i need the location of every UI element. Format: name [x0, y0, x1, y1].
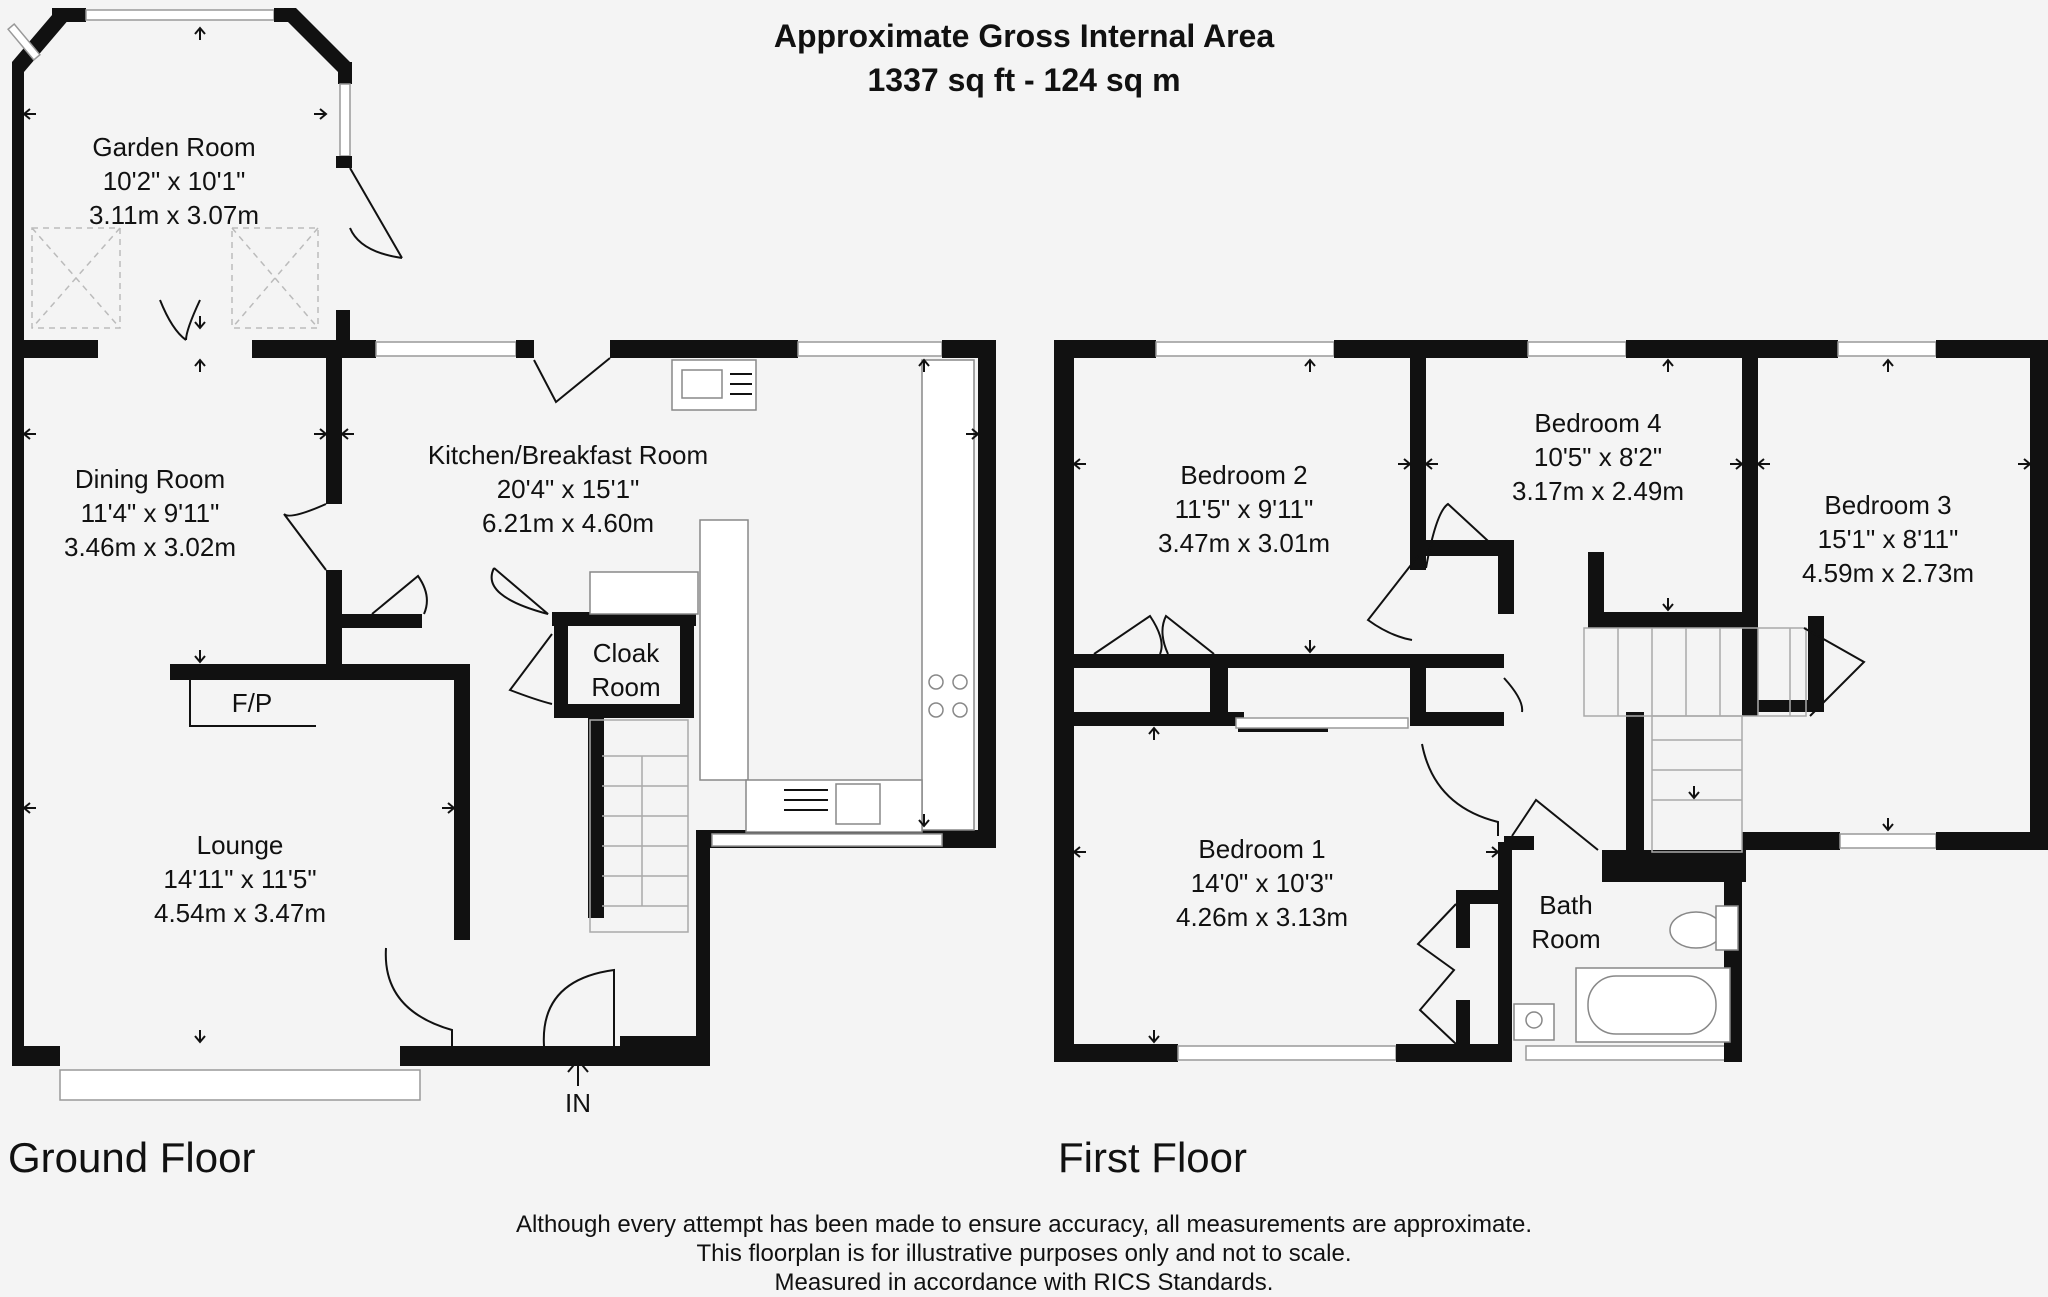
first-floor-doors	[1093, 502, 1866, 1045]
disclaimer: Although every attempt has been made to …	[0, 1210, 2048, 1297]
ground-interior-walls	[170, 340, 696, 940]
area-total: 1337 sq ft - 124 sq m	[867, 62, 1181, 98]
kitchen-counters	[589, 359, 975, 833]
bedroom-2-name: Bedroom 2	[1180, 460, 1307, 490]
dining-room-name: Dining Room	[75, 464, 225, 494]
first-floor-label: First Floor	[1058, 1134, 1247, 1181]
garden-room-name: Garden Room	[92, 132, 255, 162]
bedroom-2-metric: 3.47m x 3.01m	[1158, 528, 1330, 558]
garden-room-metric: 3.11m x 3.07m	[89, 200, 259, 230]
ground-outer-walls	[12, 340, 996, 1101]
lounge-hall-door[interactable]	[371, 574, 428, 615]
dining-kitchen-door[interactable]	[283, 503, 327, 571]
kitchen-back-door[interactable]	[533, 357, 611, 404]
disclaimer-line-1: Although every attempt has been made to …	[515, 1211, 1533, 1238]
dining-room-imperial: 11'4" x 9'11"	[81, 498, 220, 528]
front-door[interactable]	[542, 968, 615, 1047]
entrance-arrow	[567, 1058, 589, 1086]
bedroom-4-metric: 3.17m x 2.49m	[1512, 476, 1684, 506]
garden-room-skylights	[31, 227, 319, 329]
bedroom1-door[interactable]	[1421, 743, 1499, 836]
bathroom-fixtures	[1513, 905, 1739, 1043]
cloak-room-door[interactable]	[508, 633, 553, 705]
bath-room-line2: Room	[1531, 924, 1600, 954]
bedroom-3-name: Bedroom 3	[1824, 490, 1951, 520]
lounge-name: Lounge	[197, 830, 284, 860]
entrance-label: IN	[565, 1088, 591, 1118]
fireplace-outline	[189, 680, 316, 727]
cloak-room-line2: Room	[591, 672, 660, 702]
bedroom-1-metric: 4.26m x 3.13m	[1176, 902, 1348, 932]
first-outer-walls	[1054, 340, 2048, 1062]
area-title: Approximate Gross Internal Area	[773, 18, 1275, 54]
ground-floor-plan: Garden Room 10'2" x 10'1" 3.11m x 3.07m …	[7, 8, 996, 1118]
lounge-door[interactable]	[384, 947, 453, 1046]
garden-french-doors[interactable]	[159, 299, 201, 341]
lounge-metric: 4.54m x 3.47m	[154, 898, 326, 928]
bedroom2-wardrobe-doors[interactable]	[1093, 614, 1215, 655]
ground-floor-label: Ground Floor	[8, 1134, 256, 1181]
cloak-room-line1: Cloak	[593, 638, 660, 668]
bedroom-4-name: Bedroom 4	[1534, 408, 1661, 438]
bedroom1-sliding-door	[1235, 717, 1409, 729]
ground-doors	[159, 299, 615, 1047]
bedroom-3-metric: 4.59m x 2.73m	[1802, 558, 1974, 588]
ground-staircase	[589, 719, 689, 933]
dimension-arrows	[22, 26, 2032, 1044]
bedroom3-door[interactable]	[1803, 627, 1866, 717]
first-interior-walls	[1074, 340, 1824, 1062]
bath-room-line1: Bath	[1539, 890, 1593, 920]
dining-room-metric: 3.46m x 3.02m	[64, 532, 236, 562]
bedroom-4-imperial: 10'5" x 8'2"	[1534, 442, 1662, 472]
cupboard-door[interactable]	[1503, 677, 1524, 713]
garden-room-walls	[7, 8, 352, 356]
bedroom-1-name: Bedroom 1	[1198, 834, 1325, 864]
bathroom-door[interactable]	[1511, 798, 1599, 851]
first-floor-plan: Bedroom 2 11'5" x 9'11" 3.47m x 3.01m Be…	[1054, 340, 2048, 1062]
area-header: Approximate Gross Internal Area 1337 sq …	[0, 14, 2048, 102]
hall-kitchen-door[interactable]	[490, 567, 549, 615]
lounge-imperial: 14'11" x 11'5"	[163, 864, 316, 894]
bedroom-2-imperial: 11'5" x 9'11"	[1175, 494, 1314, 524]
kitchen-metric: 6.21m x 4.60m	[482, 508, 654, 538]
bedroom-1-imperial: 14'0" x 10'3"	[1191, 868, 1334, 898]
first-staircase	[1583, 627, 1807, 853]
bedroom-3-imperial: 15'1" x 8'11"	[1818, 524, 1959, 554]
bedroom4-door[interactable]	[1425, 502, 1501, 569]
garden-room-imperial: 10'2" x 10'1"	[103, 166, 246, 196]
bedroom1-wardrobe-doors[interactable]	[1416, 903, 1457, 1045]
fireplace-label: F/P	[232, 688, 272, 718]
garden-side-door[interactable]	[349, 167, 403, 259]
disclaimer-line-2: This floorplan is for illustrative purpo…	[696, 1240, 1352, 1267]
bedroom2-door[interactable]	[1366, 555, 1419, 641]
disclaimer-line-3: Measured in accordance with RICS Standar…	[774, 1269, 1274, 1296]
kitchen-imperial: 20'4" x 15'1"	[497, 474, 640, 504]
kitchen-name: Kitchen/Breakfast Room	[428, 440, 708, 470]
